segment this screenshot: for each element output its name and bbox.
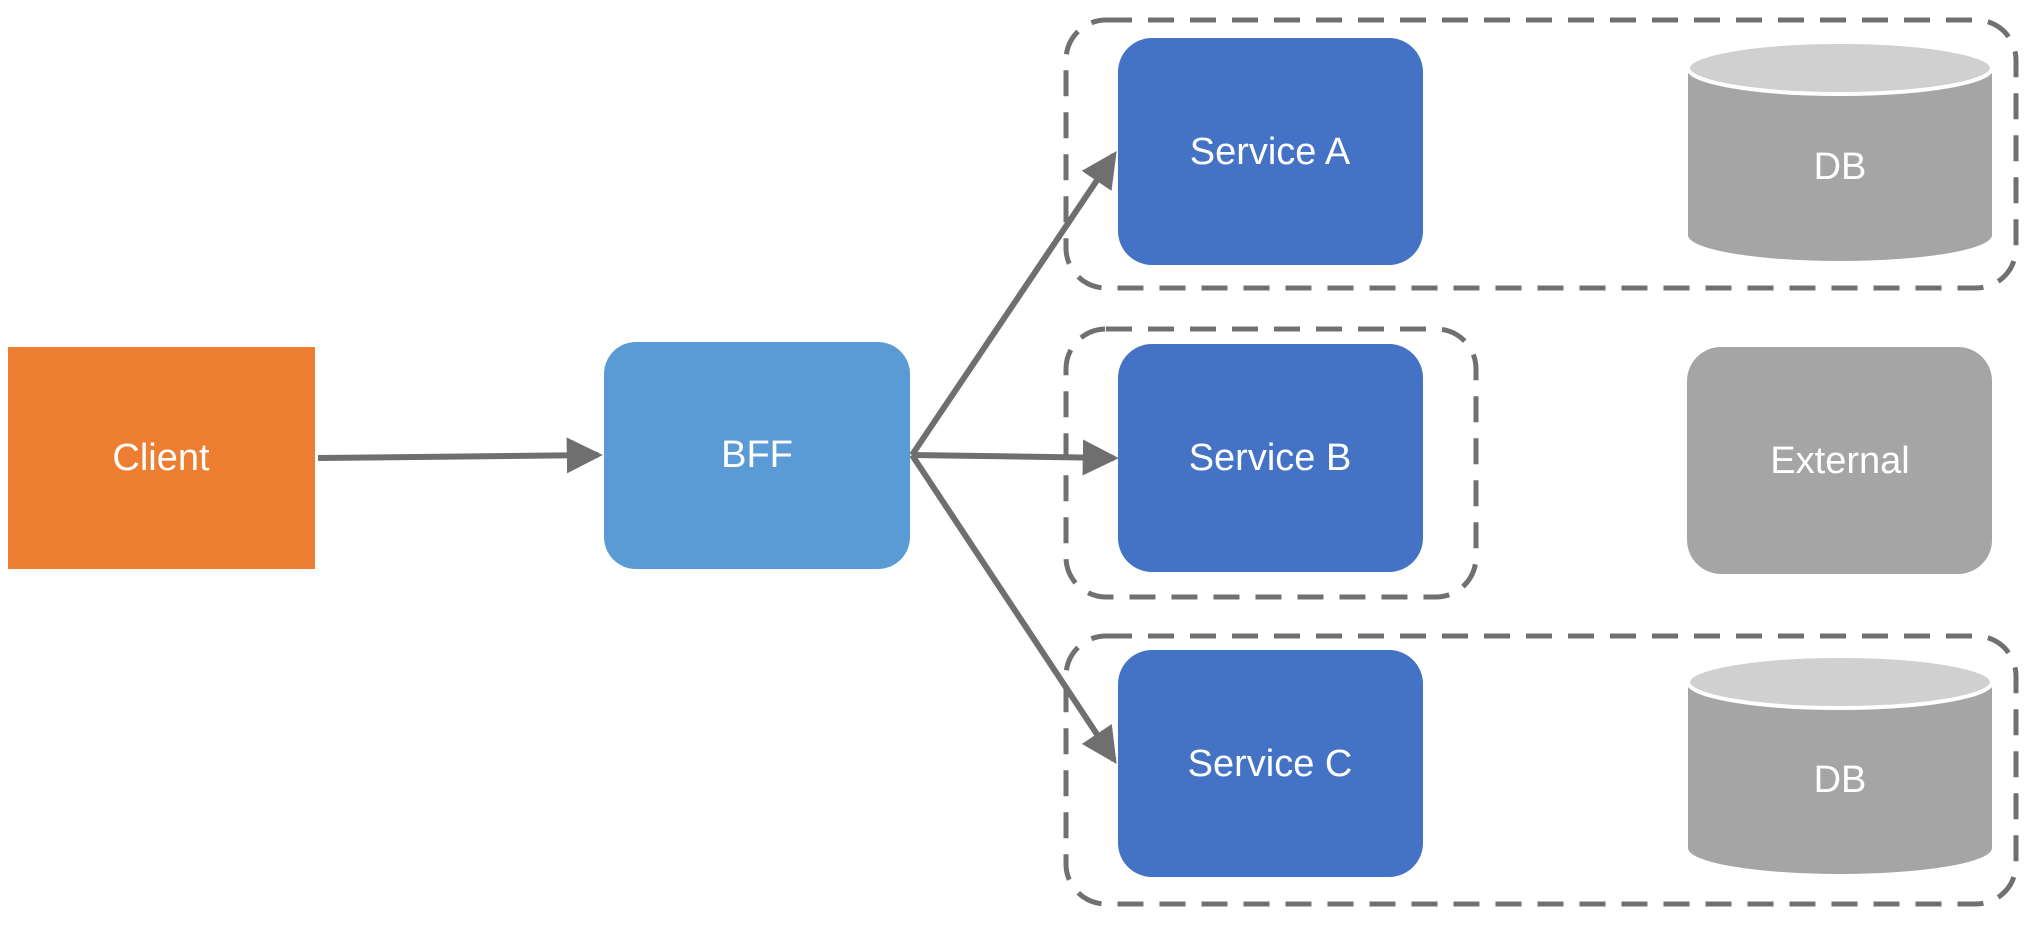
group-service-c-boundary [1063,633,2019,907]
external-box [1687,347,1992,574]
edge-client-to-bff [317,437,603,474]
client-box [8,347,315,569]
db-c-label: DB [1814,759,1867,801]
service-c-node: Service C [1118,650,1423,877]
external-node: External [1687,347,1992,574]
group-service-a-boundary [1063,17,2019,291]
bff-label: BFF [721,434,793,476]
service-b-box [1118,344,1423,572]
client-label: Client [112,437,210,479]
service-c-label: Service C [1188,743,1353,785]
edge-bff-to-service-a [909,151,1117,457]
db-c-body [1688,682,1992,874]
service-a-box [1118,38,1423,265]
edge-bff-to-service-b [911,439,1119,476]
service-b-node: Service B [1118,344,1423,572]
db-c-top [1686,654,1994,710]
db-c-cylinder: DB [1686,654,1994,874]
db-a-cylinder: DB [1686,40,1994,261]
db-a-top [1686,40,1994,96]
group-service-b-boundary [1063,326,1479,600]
service-a-label: Service A [1190,131,1351,173]
client-node: Client [8,347,315,569]
service-c-box [1118,650,1423,877]
db-a-label: DB [1814,146,1867,188]
service-a-node: Service A [1118,38,1423,265]
bff-node: BFF [604,342,910,569]
service-b-label: Service B [1189,437,1352,479]
external-label: External [1770,440,1909,482]
edge-bff-to-service-c [909,453,1117,765]
db-a-body [1688,68,1992,261]
bff-box [604,342,910,569]
